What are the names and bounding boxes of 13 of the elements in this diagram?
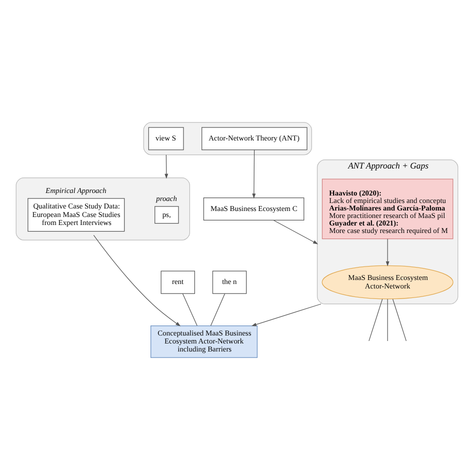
arrow bbox=[251, 303, 322, 326]
cluster bbox=[143, 122, 312, 155]
arrow bbox=[164, 154, 168, 178]
connector bbox=[210, 292, 226, 326]
connector bbox=[387, 298, 388, 341]
connector bbox=[392, 298, 407, 341]
arrow bbox=[273, 219, 318, 244]
connector bbox=[182, 292, 198, 326]
cluster bbox=[16, 177, 190, 240]
connector bbox=[368, 298, 383, 341]
arrow bbox=[252, 149, 256, 198]
arrow bbox=[93, 234, 181, 326]
arrow bbox=[386, 238, 390, 266]
